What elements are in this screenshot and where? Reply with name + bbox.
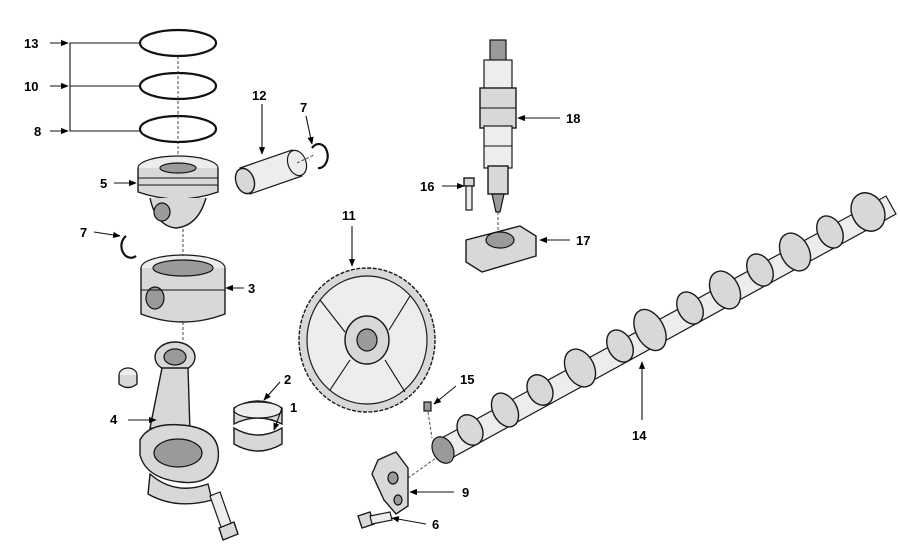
piston xyxy=(137,155,219,229)
small-end-bushing xyxy=(118,367,138,389)
callout-8: 8 xyxy=(34,124,41,139)
callout-2: 2 xyxy=(284,372,291,387)
callout-1: 1 xyxy=(290,400,297,415)
callout-17: 17 xyxy=(576,233,590,248)
callout-5: 5 xyxy=(100,176,107,191)
snap-ring-left xyxy=(120,235,137,259)
callout-9: 9 xyxy=(462,485,469,500)
callout-14: 14 xyxy=(632,428,647,443)
callout-7-left: 7 xyxy=(80,225,87,240)
rod-bolt xyxy=(209,491,239,541)
callout-18: 18 xyxy=(566,111,580,126)
callout-7-right: 7 xyxy=(300,100,307,115)
callout-3: 3 xyxy=(248,281,255,296)
bearing-shell-upper xyxy=(233,400,283,426)
callout-15: 15 xyxy=(460,372,474,387)
bearing-shell-lower xyxy=(233,426,283,452)
piston-pin xyxy=(234,149,308,195)
cam-gear xyxy=(298,267,436,413)
callout-10: 10 xyxy=(24,79,38,94)
piston-ring-13 xyxy=(138,28,218,58)
callout-13: 13 xyxy=(24,36,38,51)
callout-11: 11 xyxy=(342,208,356,223)
connecting-rod xyxy=(139,341,220,505)
fuel-injector xyxy=(479,39,517,213)
injector-clamp-bolt xyxy=(463,177,475,211)
camshaft xyxy=(431,192,897,464)
callout-4: 4 xyxy=(110,412,118,427)
callout-6: 6 xyxy=(432,517,439,532)
snap-ring-right xyxy=(311,143,329,170)
piston-skirt xyxy=(140,254,226,323)
callout-arrows xyxy=(50,39,646,525)
thrust-plate-bolt xyxy=(357,511,393,529)
woodruff-key xyxy=(423,401,432,412)
callout-12: 12 xyxy=(252,88,266,103)
callout-16: 16 xyxy=(420,179,434,194)
injector-clamp xyxy=(465,225,537,273)
thrust-plate xyxy=(371,451,409,515)
ring-bracket xyxy=(69,42,140,132)
